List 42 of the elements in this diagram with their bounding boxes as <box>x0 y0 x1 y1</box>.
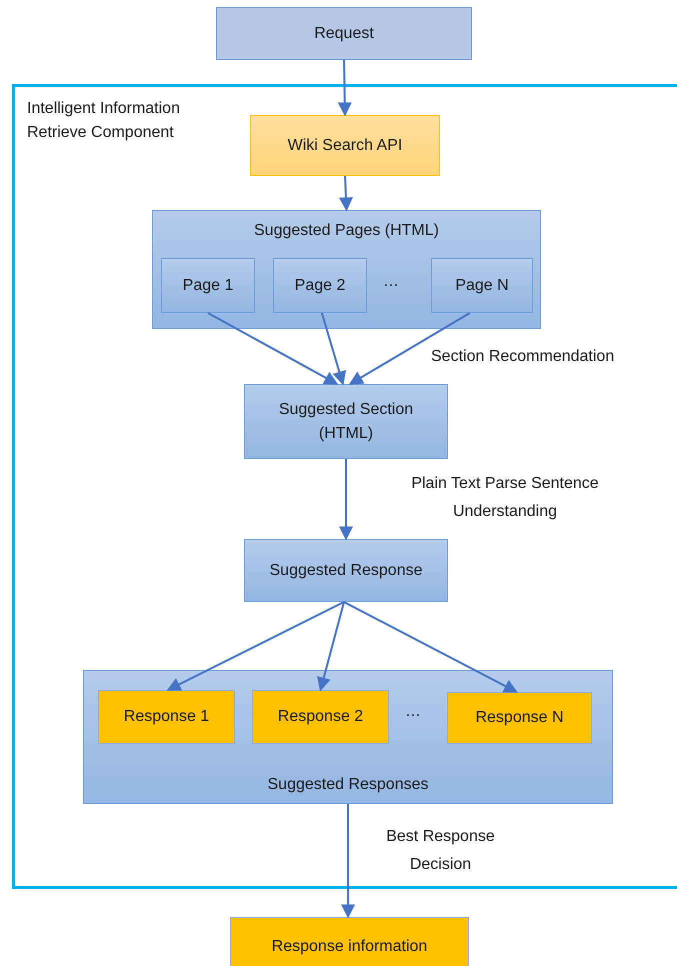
group-box <box>152 210 541 329</box>
node-label: Suggested Response <box>270 560 422 580</box>
process-box <box>244 539 448 602</box>
result-box <box>252 690 389 744</box>
node-label: Page N <box>455 276 509 296</box>
process-box <box>250 115 440 176</box>
process-box <box>273 258 367 313</box>
node-label: Page 1 <box>182 276 234 296</box>
result-box <box>447 692 592 744</box>
node-label: Suggested Section (HTML) <box>278 400 414 444</box>
edge-label: Section Recommendation <box>431 348 614 365</box>
arrow <box>208 312 338 385</box>
node-label: Response information <box>272 937 428 957</box>
node-label: Wiki Search API <box>288 136 402 156</box>
result-box <box>230 917 469 966</box>
node-label: Intelligent Information Retrieve Component <box>27 100 180 141</box>
node-label: Page 2 <box>294 276 346 296</box>
node-label: Response N <box>475 708 564 728</box>
process-box <box>244 384 448 459</box>
ellipsis-label: … <box>405 702 421 722</box>
arrow <box>344 601 518 693</box>
group-box <box>83 670 613 804</box>
process-box <box>431 258 533 313</box>
process-box <box>161 258 255 313</box>
arrow <box>316 602 345 692</box>
arrow <box>338 176 353 212</box>
arrow <box>339 459 353 540</box>
node-label: Response 2 <box>278 707 364 727</box>
node-label: Request <box>314 24 374 44</box>
arrow <box>341 804 356 918</box>
edge-label: Plain Text Parse Sentence Understanding <box>410 474 600 522</box>
arrow <box>348 312 470 385</box>
edge-label: Best Response Decision <box>386 828 495 873</box>
process-box <box>216 7 472 60</box>
ellipsis-label: … <box>383 272 399 292</box>
arrow <box>338 60 352 116</box>
node-label: Suggested Pages (HTML) <box>254 222 439 239</box>
arrow <box>166 601 344 691</box>
node-label: Response 1 <box>124 707 210 727</box>
node-label: Suggested Responses <box>268 776 428 793</box>
component-frame <box>12 84 677 889</box>
result-box <box>98 690 235 744</box>
